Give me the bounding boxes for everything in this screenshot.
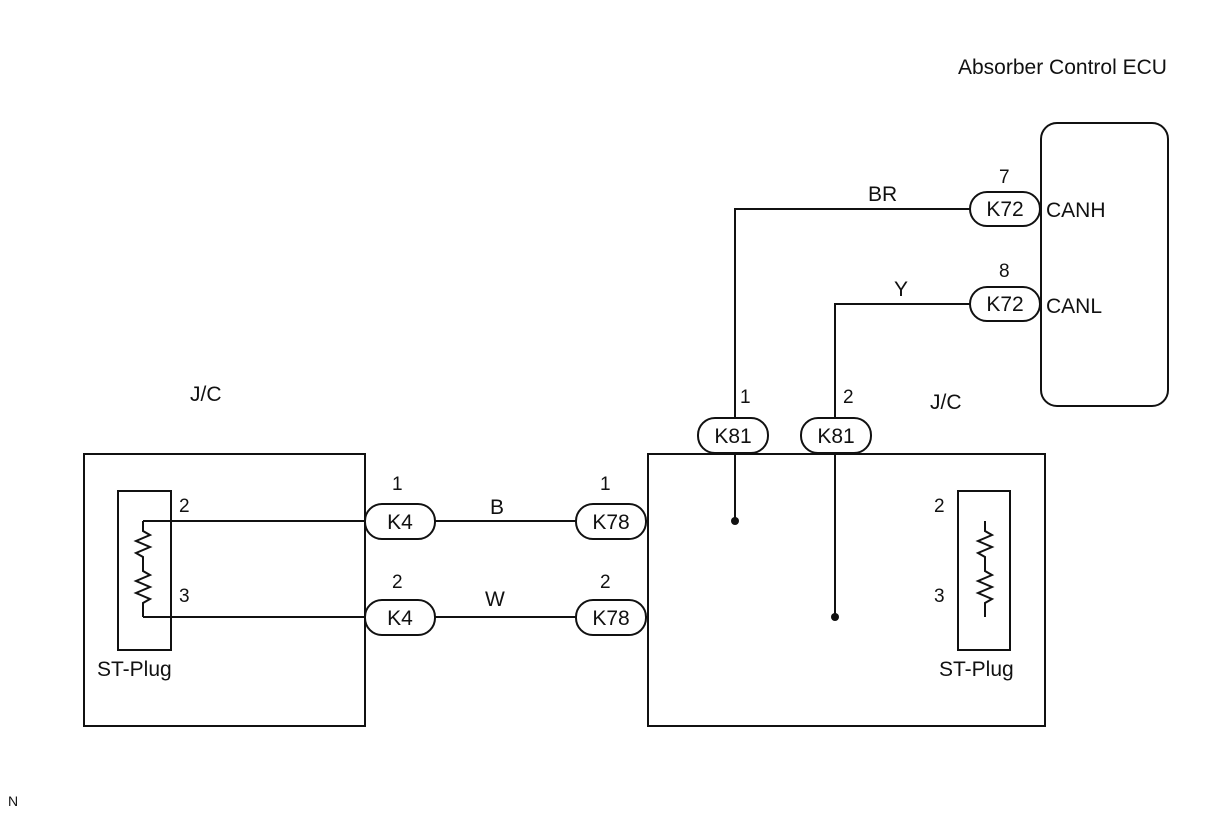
- left-resistor: [133, 521, 153, 617]
- left-plug-pin-bottom: 3: [179, 586, 190, 607]
- right-connector-top-label: K78: [592, 511, 629, 534]
- ecu-box: [1040, 122, 1169, 407]
- right-connector-bottom: [575, 599, 647, 636]
- right-top-connector-pin-1: 1: [740, 387, 751, 408]
- right-plug-pin-top: 2: [934, 496, 945, 517]
- wire-canh-color: BR: [868, 183, 897, 206]
- right-top-connector-2: [800, 417, 872, 454]
- left-connector-pin-top: 1: [392, 474, 403, 495]
- right-jc-label: J/C: [930, 391, 962, 414]
- left-connector-bottom-label: K4: [387, 607, 413, 630]
- wire-line1-color: B: [490, 496, 504, 519]
- right-top-connector-2-label: K81: [817, 425, 854, 448]
- right-plug-pin-bottom: 3: [934, 586, 945, 607]
- left-connector-bottom: [364, 599, 436, 636]
- left-st-plug-label: ST-Plug: [97, 658, 172, 681]
- left-st-plug-body: [117, 490, 172, 651]
- ecu-pin-canl-number: 8: [999, 261, 1010, 282]
- ecu-canl-label: CANL: [1046, 295, 1102, 318]
- right-connector-bottom-label: K78: [592, 607, 629, 630]
- ecu-canh-label: CANH: [1046, 199, 1106, 222]
- right-top-connector-1: [697, 417, 769, 454]
- left-connector-top-label: K4: [387, 511, 413, 534]
- wire-line2-color: W: [485, 588, 505, 611]
- ecu-connector-canl: [969, 286, 1041, 322]
- right-st-plug-label: ST-Plug: [939, 658, 1014, 681]
- footer-mark: N: [8, 793, 18, 809]
- right-resistor: [975, 521, 995, 617]
- wire-canl: [834, 303, 970, 423]
- ecu-title: Absorber Control ECU: [958, 56, 1167, 79]
- splice-point-canl: [831, 613, 839, 621]
- right-connector-pin-top: 1: [600, 474, 611, 495]
- wire-canh: [734, 208, 970, 423]
- wire-canl-color: Y: [894, 278, 908, 301]
- ecu-connector-canh-label: K72: [986, 198, 1023, 221]
- ecu-pin-canh-number: 7: [999, 167, 1010, 188]
- ecu-connector-canl-label: K72: [986, 293, 1023, 316]
- right-connector-top: [575, 503, 647, 540]
- left-connector-pin-bottom: 2: [392, 572, 403, 593]
- left-jc-label: J/C: [190, 383, 222, 406]
- ecu-connector-canh: [969, 191, 1041, 227]
- right-connector-pin-bottom: 2: [600, 572, 611, 593]
- left-connector-top: [364, 503, 436, 540]
- right-top-connector-pin-2: 2: [843, 387, 854, 408]
- right-top-connector-1-label: K81: [714, 425, 751, 448]
- splice-point-canh: [731, 517, 739, 525]
- left-plug-pin-top: 2: [179, 496, 190, 517]
